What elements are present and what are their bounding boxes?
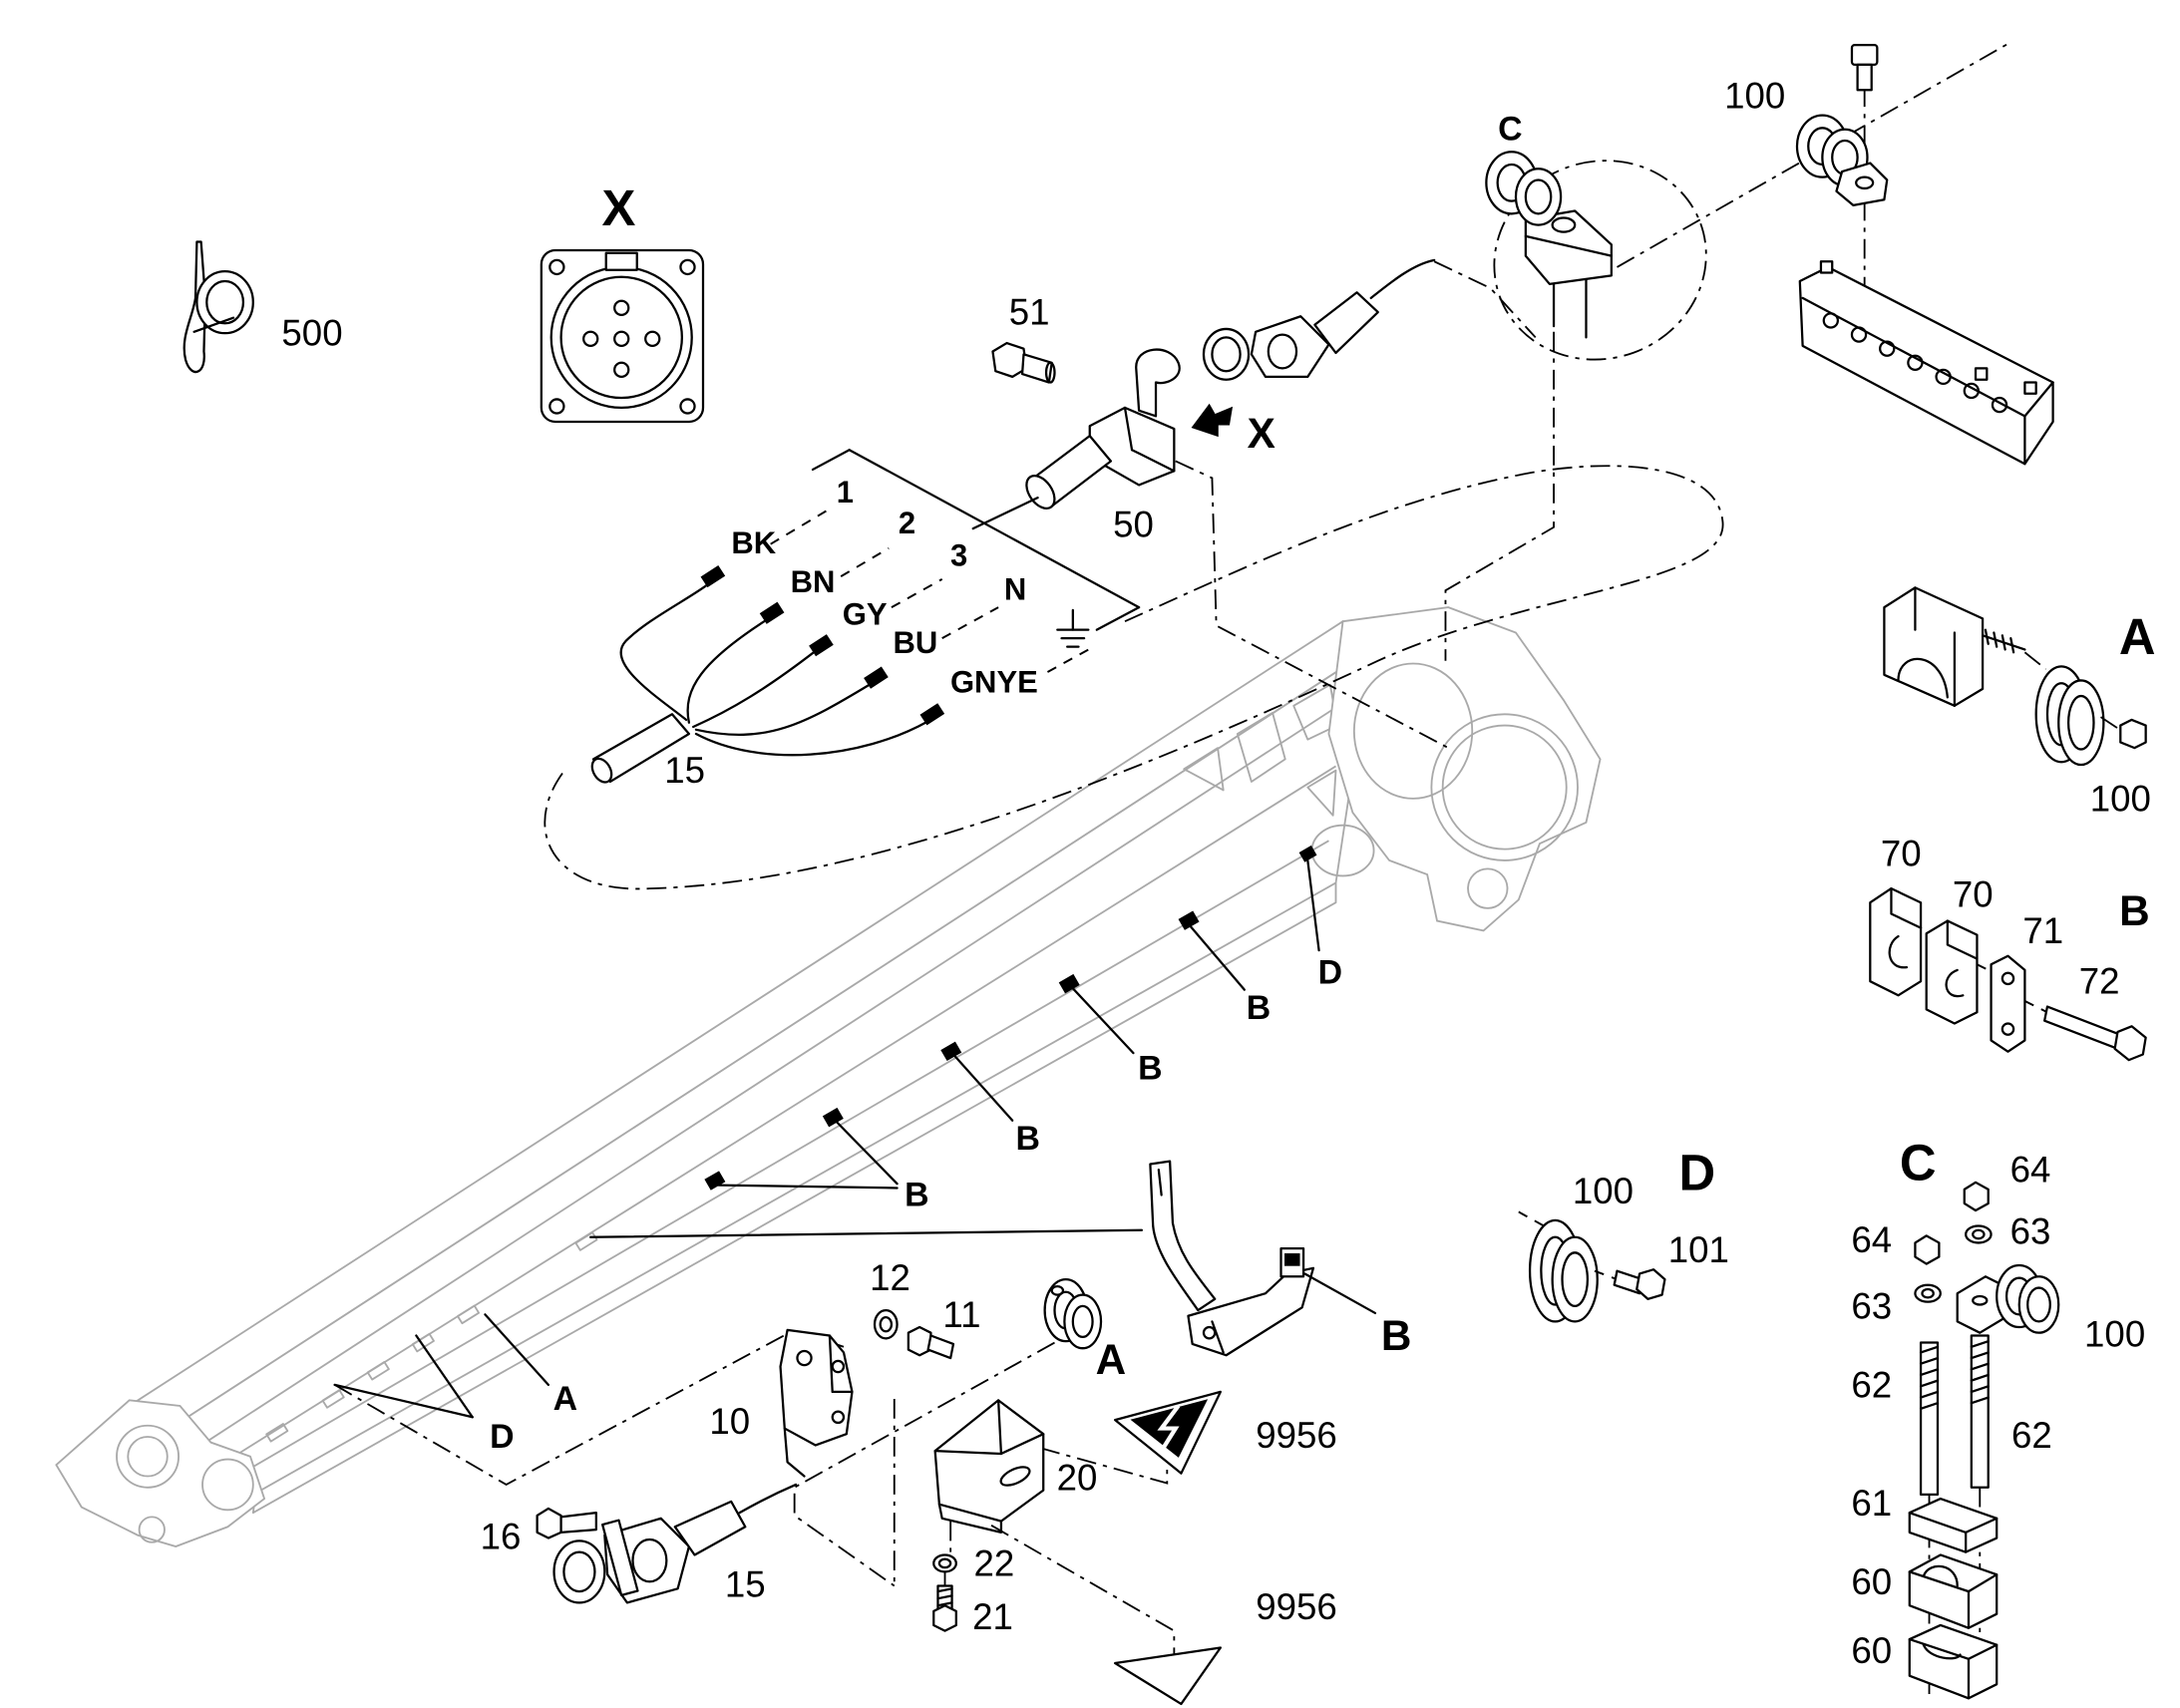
detail-d-title: D xyxy=(1679,1144,1716,1200)
callout-64-left: 64 xyxy=(1851,1219,1892,1260)
callout-64-right: 64 xyxy=(2010,1150,2051,1191)
callout-15-cable: 15 xyxy=(664,750,705,791)
clamp-a-lower xyxy=(1043,1277,1103,1350)
screw-51 xyxy=(991,341,1056,384)
warning-label-9956-bottom xyxy=(1114,1646,1223,1706)
callout-62-left: 62 xyxy=(1851,1364,1892,1405)
callout-11: 11 xyxy=(942,1294,980,1335)
hair-clip-500 xyxy=(182,240,254,374)
bolt-21 xyxy=(932,1584,957,1632)
callout-16: 16 xyxy=(481,1517,522,1557)
clamp-assembly-c-top xyxy=(1485,151,1613,339)
detail-c-title: C xyxy=(1900,1135,1937,1192)
wire-color-gnye: GNYE xyxy=(950,664,1038,699)
socket-face-view-x xyxy=(540,248,705,424)
wire-color-gy: GY xyxy=(843,597,888,632)
detail-boundary-lines xyxy=(544,41,2011,890)
boom-marker-d: D xyxy=(490,1418,514,1456)
pin-n: N xyxy=(1004,571,1026,606)
callout-51: 51 xyxy=(1009,292,1050,333)
lower-dash-dot-lines xyxy=(334,1328,1176,1659)
bracket-b xyxy=(1149,1160,1377,1357)
bolt-16 xyxy=(536,1507,597,1539)
boom-marker-d-top: D xyxy=(1318,954,1342,992)
boom-leader-lines xyxy=(333,858,1320,1419)
callout-63-left: 63 xyxy=(1851,1285,1892,1326)
callout-60-bottom: 60 xyxy=(1851,1630,1892,1671)
ground-icon xyxy=(1056,608,1090,648)
callout-500: 500 xyxy=(281,313,342,354)
bolt-11 xyxy=(907,1325,955,1360)
detail-b-clamp xyxy=(1869,886,2147,1062)
warning-label-9956-top xyxy=(1114,1390,1223,1475)
callout-72: 72 xyxy=(2079,961,2120,1002)
callout-100-d: 100 xyxy=(1573,1171,1634,1211)
view-x-arrow-label: X xyxy=(1248,410,1275,457)
callout-22: 22 xyxy=(973,1542,1014,1583)
callout-100-c: 100 xyxy=(2084,1314,2145,1355)
callout-100-top: 100 xyxy=(1724,75,1785,116)
callout-62-right: 62 xyxy=(2011,1415,2052,1456)
bracket-10 xyxy=(779,1328,854,1478)
socket-15 xyxy=(552,1483,798,1604)
wiring-scheme xyxy=(770,449,1141,673)
cable-15-wires xyxy=(590,565,945,784)
callout-9956-bottom: 9956 xyxy=(1256,1586,1337,1627)
detail-a-title: A xyxy=(2119,608,2156,665)
clamp-100-with-rail xyxy=(1795,43,2054,466)
washer-12 xyxy=(873,1308,899,1340)
view-x-title: X xyxy=(601,179,635,236)
labels: X X C A B D C D B B B B B A A D 1 2 3 N … xyxy=(281,75,2155,1670)
washer-22 xyxy=(932,1553,957,1573)
boom-cable-clamps xyxy=(704,845,1317,1191)
boom-marker-a-clamp: A xyxy=(1096,1336,1127,1383)
cover-bracket-20 xyxy=(933,1399,1045,1535)
view-c-top-label: C xyxy=(1498,111,1522,149)
callout-10: 10 xyxy=(709,1401,750,1442)
detail-b-title: B xyxy=(2119,887,2150,934)
callout-60-top: 60 xyxy=(1851,1561,1892,1602)
callout-12: 12 xyxy=(870,1257,910,1298)
detail-c-clamp-stack xyxy=(1908,1181,2060,1700)
callout-71: 71 xyxy=(2022,910,2063,951)
view-arrow-icon xyxy=(1191,403,1234,438)
callout-9956-top: 9956 xyxy=(1256,1415,1337,1456)
pin-2: 2 xyxy=(899,506,915,540)
callout-15-socket: 15 xyxy=(725,1564,766,1605)
pin-3: 3 xyxy=(950,537,967,572)
callout-100-a: 100 xyxy=(2090,778,2151,819)
wire-color-bu: BU xyxy=(894,625,938,660)
boom-marker-b-2: B xyxy=(1138,1050,1162,1088)
connector-50 xyxy=(1025,348,1181,510)
callout-20: 20 xyxy=(1057,1457,1098,1498)
boom-marker-b-4: B xyxy=(905,1177,928,1214)
callout-101: 101 xyxy=(1668,1229,1729,1270)
boom-frame xyxy=(55,606,1602,1547)
boom-marker-b-3: B xyxy=(1015,1120,1039,1158)
detail-a-clamp xyxy=(1883,586,2147,767)
pin-1: 1 xyxy=(837,475,854,510)
boom-rail-holes xyxy=(265,1231,598,1443)
boom-marker-b-bracket: B xyxy=(1381,1312,1412,1359)
wire-color-bk: BK xyxy=(731,525,776,560)
callout-50: 50 xyxy=(1113,504,1154,544)
plug-cable-end xyxy=(1202,258,1436,381)
detail-d-clamp xyxy=(1518,1210,1666,1323)
callout-61: 61 xyxy=(1851,1483,1892,1524)
wire-color-bn: BN xyxy=(791,564,836,599)
boom-marker-a: A xyxy=(553,1380,577,1418)
callout-21: 21 xyxy=(972,1596,1013,1637)
callout-70-left: 70 xyxy=(1881,833,1922,873)
boom-marker-b-1: B xyxy=(1247,989,1271,1027)
callout-63-right: 63 xyxy=(2010,1211,2051,1252)
callout-70-right: 70 xyxy=(1953,873,1994,914)
